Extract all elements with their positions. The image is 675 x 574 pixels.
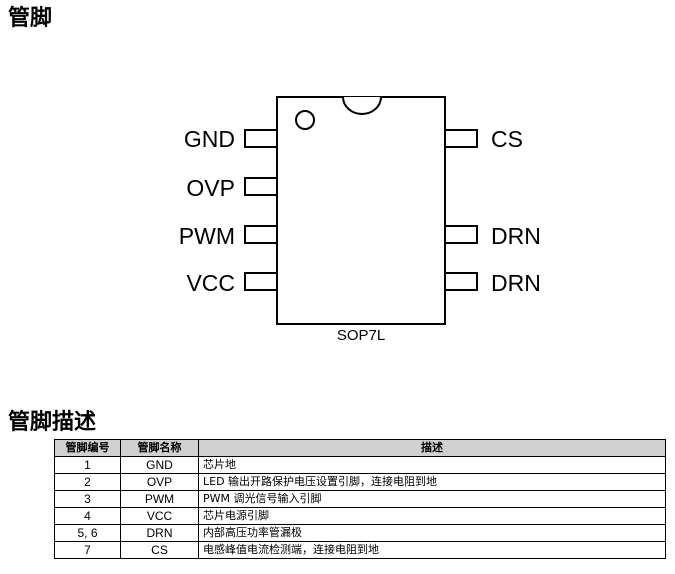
cell-pin-name: DRN bbox=[120, 524, 199, 542]
cell-pin-number: 2 bbox=[54, 473, 121, 491]
pin-label-drn-1: DRN bbox=[491, 223, 541, 249]
cell-pin-number: 3 bbox=[54, 490, 121, 508]
pin-label-pwm: PWM bbox=[179, 223, 235, 249]
pin-label-ovp: OVP bbox=[186, 175, 235, 201]
header-pin-name: 管脚名称 bbox=[120, 439, 199, 457]
cell-pin-name: CS bbox=[120, 541, 199, 559]
cell-pin-name: OVP bbox=[120, 473, 199, 491]
pin-stub-gnd bbox=[244, 129, 278, 148]
cell-pin-number: 4 bbox=[54, 507, 121, 525]
cell-pin-name: VCC bbox=[120, 507, 199, 525]
pin-label-drn-2: DRN bbox=[491, 270, 541, 296]
cell-description: LED 输出开路保护电压设置引脚，连接电阻到地 bbox=[198, 473, 666, 491]
cell-description: 芯片电源引脚 bbox=[198, 507, 666, 525]
table-header-row: 管脚编号 管脚名称 描述 bbox=[54, 439, 666, 457]
pin-stub-vcc bbox=[244, 272, 278, 291]
pin-label-cs: CS bbox=[491, 126, 523, 152]
cell-description: 电感峰值电流检测端，连接电阻到地 bbox=[198, 541, 666, 559]
cell-description: PWM 调光信号输入引脚 bbox=[198, 490, 666, 508]
pin-stub-ovp bbox=[244, 177, 278, 196]
section-title-pinout: 管脚 bbox=[8, 6, 53, 31]
cell-pin-number: 5, 6 bbox=[54, 524, 121, 542]
table-row: 3 PWM PWM 调光信号输入引脚 bbox=[54, 490, 666, 508]
table-row: 7 CS 电感峰值电流检测端，连接电阻到地 bbox=[54, 541, 666, 559]
chip-body bbox=[276, 96, 446, 325]
pin-label-vcc: VCC bbox=[186, 270, 235, 296]
section-title-description: 管脚描述 bbox=[8, 410, 97, 435]
pinout-diagram: GND OVP PWM VCC CS DRN DRN SOP7L bbox=[179, 96, 541, 344]
header-description: 描述 bbox=[198, 439, 666, 457]
table-row: 2 OVP LED 输出开路保护电压设置引脚，连接电阻到地 bbox=[54, 473, 666, 491]
table-row: 5, 6 DRN 内部高压功率管漏极 bbox=[54, 524, 666, 542]
header-pin-number: 管脚编号 bbox=[54, 439, 121, 457]
cell-description: 芯片地 bbox=[198, 456, 666, 474]
pin-stub-pwm bbox=[244, 225, 278, 244]
pin-stub-drn-1 bbox=[444, 225, 478, 244]
table-row: 4 VCC 芯片电源引脚 bbox=[54, 507, 666, 525]
cell-description: 内部高压功率管漏极 bbox=[198, 524, 666, 542]
cell-pin-number: 1 bbox=[54, 456, 121, 474]
pin-stub-drn-2 bbox=[444, 272, 478, 291]
package-name: SOP7L bbox=[337, 327, 385, 344]
cell-pin-name: GND bbox=[120, 456, 199, 474]
cell-pin-number: 7 bbox=[54, 541, 121, 559]
pin1-marker bbox=[295, 110, 315, 130]
pin-stub-cs bbox=[444, 129, 478, 148]
cell-pin-name: PWM bbox=[120, 490, 199, 508]
pin-label-gnd: GND bbox=[184, 126, 235, 152]
table-row: 1 GND 芯片地 bbox=[54, 456, 666, 474]
chip-notch bbox=[342, 96, 382, 115]
pin-description-table: 管脚编号 管脚名称 描述 1 GND 芯片地 2 OVP LED 输出开路保护电… bbox=[54, 439, 666, 559]
